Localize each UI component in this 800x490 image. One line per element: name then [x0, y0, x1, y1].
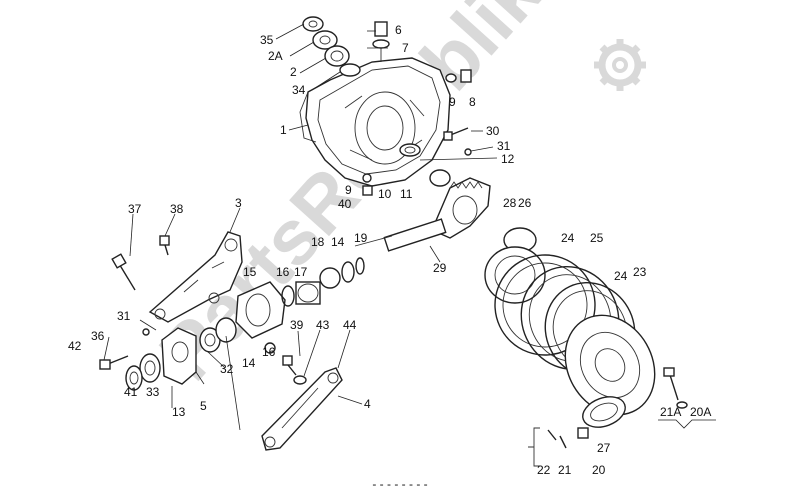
- callout-9-top: 9: [449, 95, 456, 109]
- callout-32: 32: [220, 362, 234, 376]
- callout-20: 20: [592, 463, 606, 477]
- callout-6: 6: [395, 23, 402, 37]
- callout-24-a: 24: [561, 231, 575, 245]
- callout-38: 38: [170, 202, 184, 216]
- callout-19: 19: [354, 231, 368, 245]
- footer-text: - - - - - - - -: [372, 477, 427, 490]
- callout-8: 8: [469, 95, 476, 109]
- callout-40: 40: [338, 197, 352, 211]
- callout-30: 30: [486, 124, 500, 138]
- callout-13: 13: [172, 405, 186, 419]
- callout-42: 42: [68, 339, 82, 353]
- callout-25: 25: [590, 231, 604, 245]
- callout-12: 12: [501, 152, 515, 166]
- callout-7: 7: [402, 41, 409, 55]
- gear-icon: [594, 39, 646, 91]
- callout-29: 29: [433, 261, 447, 275]
- arm-bolts: [111, 235, 170, 291]
- front-shaft-parts: [199, 317, 276, 354]
- left-hub-parts: [99, 327, 197, 391]
- callout-1: 1: [280, 123, 287, 137]
- callout-16-b: 16: [262, 345, 276, 359]
- callout-28: 28: [503, 196, 517, 210]
- reaction-arm: [148, 231, 243, 323]
- callout-4: 4: [364, 397, 371, 411]
- crown-gear: [354, 169, 491, 252]
- callout-14-a: 14: [331, 235, 345, 249]
- link-bolt: [282, 355, 307, 385]
- callout-26: 26: [518, 196, 532, 210]
- callout-labels: 35 6 2A 7 2 9 8 34 1 30 31 12 9 10 11 40…: [68, 23, 711, 477]
- callout-31: 31: [117, 309, 131, 323]
- wheel-flange: [564, 314, 656, 428]
- callout-3: 3: [235, 196, 242, 210]
- small-fasteners: [528, 427, 589, 467]
- callout-9-bottom: 9: [345, 183, 352, 197]
- callout-41: 41: [124, 385, 138, 399]
- callout-16-a: 16: [276, 265, 290, 279]
- leader-lines: [103, 23, 498, 431]
- callout-20a: 20A: [690, 405, 711, 419]
- callout-24-b: 24: [614, 269, 628, 283]
- callout-18: 18: [311, 235, 325, 249]
- callout-43: 43: [316, 318, 330, 332]
- callout-31-top: 31: [497, 139, 511, 153]
- callout-5: 5: [200, 399, 207, 413]
- callout-39: 39: [290, 318, 304, 332]
- bracket-20a-21a: [658, 419, 716, 429]
- drain-screw: [445, 69, 472, 83]
- callout-14-b: 14: [242, 356, 256, 370]
- callout-21a: 21A: [660, 405, 681, 419]
- callout-27: 27: [597, 441, 611, 455]
- callout-11: 11: [400, 187, 413, 201]
- bolt-30: [443, 127, 472, 156]
- breather-bolt: [372, 21, 390, 62]
- lower-housing-fasteners: [362, 143, 421, 196]
- callout-36: 36: [91, 329, 105, 343]
- callout-22: 22: [537, 463, 551, 477]
- callout-15: 15: [243, 265, 257, 279]
- callout-10: 10: [378, 187, 392, 201]
- callout-37: 37: [128, 202, 142, 216]
- callout-2a: 2A: [268, 49, 283, 63]
- callout-35: 35: [260, 33, 274, 47]
- callout-21: 21: [558, 463, 572, 477]
- drive-shaft-parts: [235, 257, 365, 339]
- callout-17: 17: [294, 265, 308, 279]
- callout-2: 2: [290, 65, 297, 79]
- callout-23: 23: [633, 265, 647, 279]
- torque-link: [261, 367, 343, 451]
- top-bearings: [302, 16, 361, 77]
- flange-bolts: [663, 367, 688, 409]
- callout-34: 34: [292, 83, 306, 97]
- callout-33: 33: [146, 385, 160, 399]
- callout-44: 44: [343, 318, 357, 332]
